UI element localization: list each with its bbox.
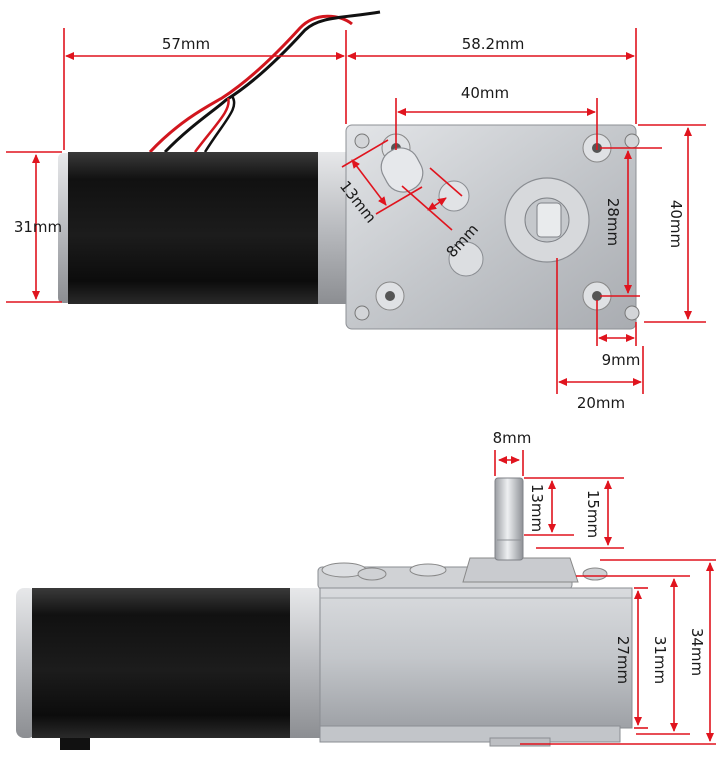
dim-label-27mm: 27mm <box>614 636 632 684</box>
dim-gearbox-height: 40mm <box>638 124 706 323</box>
dim-label-34mm: 34mm <box>688 628 706 676</box>
dim-label-20mm: 20mm <box>577 394 625 412</box>
dim-motor-diameter: 31mm <box>6 151 62 303</box>
side-view: 8mm 13mm 15mm 27mm 31mm <box>16 429 716 750</box>
dim-label-13mm-shaft: 13mm <box>528 484 546 532</box>
dim-label-40mm-vertical: 40mm <box>667 200 685 248</box>
dim-hole-spacing-vertical: 28mm <box>600 147 662 297</box>
dim-motor-length: 57mm <box>63 28 347 150</box>
lead-wires <box>148 10 381 154</box>
dim-body-27mm: 27mm <box>614 587 648 729</box>
motor-body-side <box>16 588 324 750</box>
dim-label-40mm-horizontal: 40mm <box>461 84 509 102</box>
dim-shaft-flat: 13mm <box>524 477 574 536</box>
dim-label-9mm: 9mm <box>602 351 641 369</box>
dim-label-8mm-shaft: 8mm <box>493 429 532 447</box>
gearbox-top <box>345 124 640 330</box>
dim-shaft-length: 15mm <box>536 477 624 549</box>
output-shaft <box>494 477 524 561</box>
top-view: 57mm 58.2mm 40mm 13mm 8mm <box>6 10 706 412</box>
dim-label-31mm-body: 31mm <box>651 636 669 684</box>
dim-body-31mm: 31mm <box>576 575 690 735</box>
dim-label-58-2mm: 58.2mm <box>462 35 525 53</box>
dim-shaft-to-edge: 20mm <box>556 258 644 412</box>
motor-body-top <box>58 152 348 304</box>
dim-label-28mm: 28mm <box>604 198 622 246</box>
dim-shaft-diameter: 8mm <box>493 429 532 476</box>
dim-label-57mm: 57mm <box>162 35 210 53</box>
dim-label-15mm: 15mm <box>584 490 602 538</box>
gearbox-side <box>317 557 633 747</box>
dim-label-31mm-motor: 31mm <box>14 218 62 236</box>
dim-gearbox-length: 58.2mm <box>347 28 637 124</box>
dim-hole-to-edge: 9mm <box>596 300 641 369</box>
dim-hole-spacing-horizontal: 40mm <box>395 84 598 150</box>
dim-body-34mm: 34mm <box>520 559 716 745</box>
